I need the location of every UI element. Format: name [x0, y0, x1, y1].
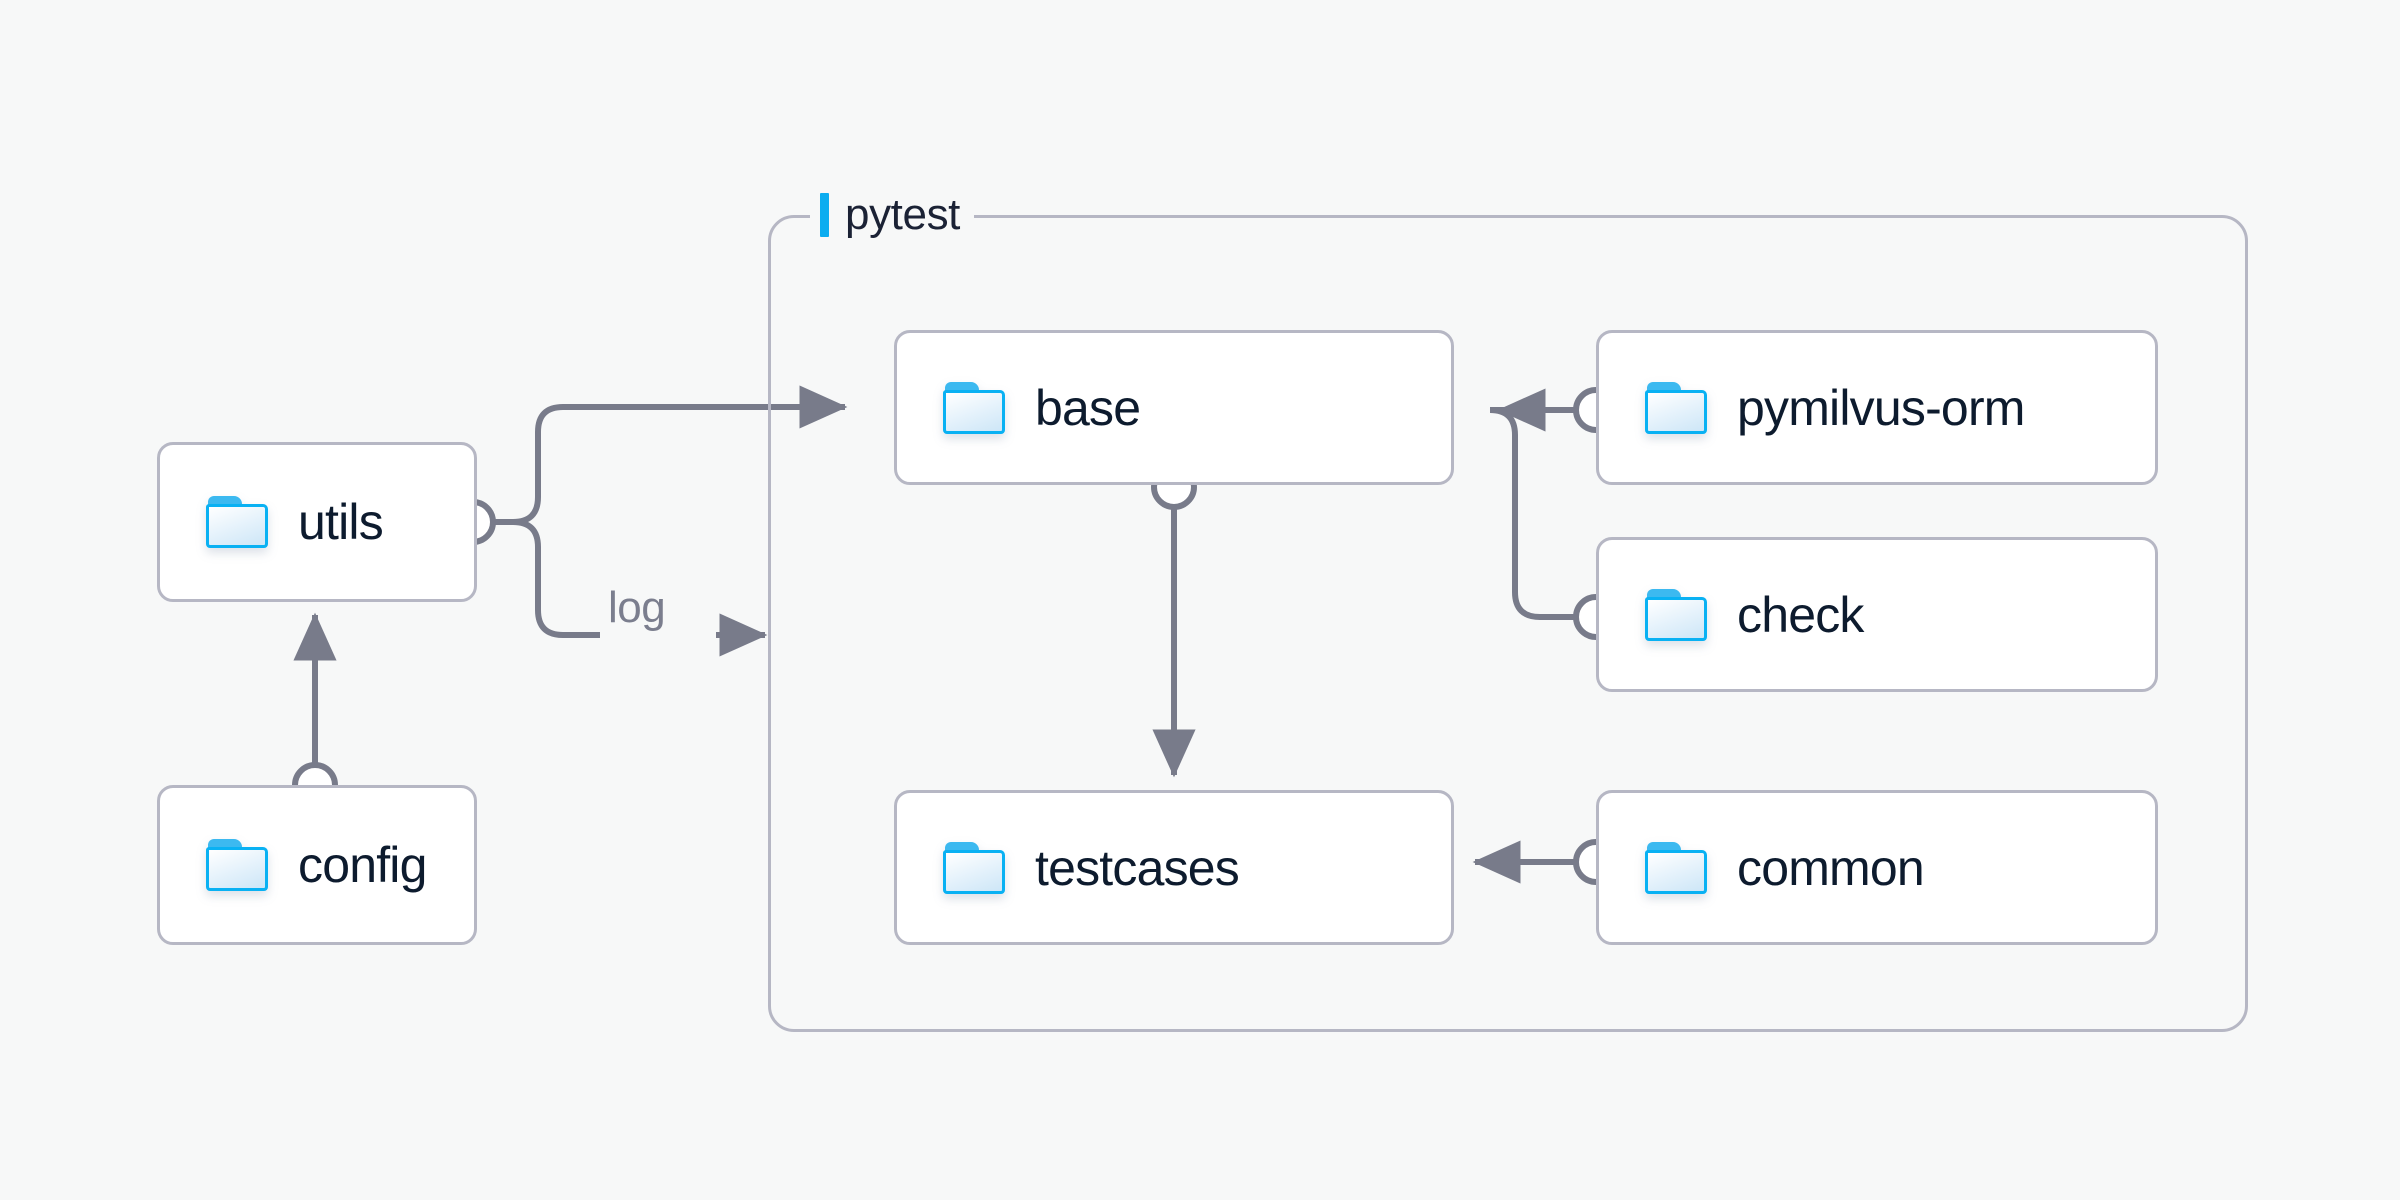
folder-icon [206, 496, 268, 548]
group-accent-bar [820, 193, 829, 237]
group-pytest-label: pytest [845, 190, 960, 239]
node-pymilvus-orm-label: pymilvus-orm [1737, 379, 2025, 436]
node-utils-label: utils [298, 494, 384, 550]
node-testcases-label: testcases [1035, 839, 1240, 896]
group-pytest[interactable] [768, 215, 2248, 1032]
group-pytest-label-wrap: pytest [810, 187, 974, 243]
folder-icon [1645, 588, 1707, 641]
edge-label-log: log [602, 583, 672, 633]
node-common-label: common [1737, 839, 1925, 896]
node-config[interactable]: config [157, 785, 477, 945]
folder-icon [1645, 841, 1707, 894]
node-check-label: check [1737, 586, 1864, 643]
node-base[interactable]: base [894, 330, 1454, 485]
node-config-label: config [298, 837, 427, 893]
node-pymilvus-orm[interactable]: pymilvus-orm [1596, 330, 2158, 485]
edge-config-to-utils [292, 612, 338, 808]
node-testcases[interactable]: testcases [894, 790, 1454, 945]
folder-icon [206, 839, 268, 891]
node-check[interactable]: check [1596, 537, 2158, 692]
folder-icon [943, 381, 1005, 434]
node-common[interactable]: common [1596, 790, 2158, 945]
folder-icon [1645, 381, 1707, 434]
folder-icon [943, 841, 1005, 894]
node-base-label: base [1035, 379, 1141, 436]
node-utils[interactable]: utils [157, 442, 477, 602]
